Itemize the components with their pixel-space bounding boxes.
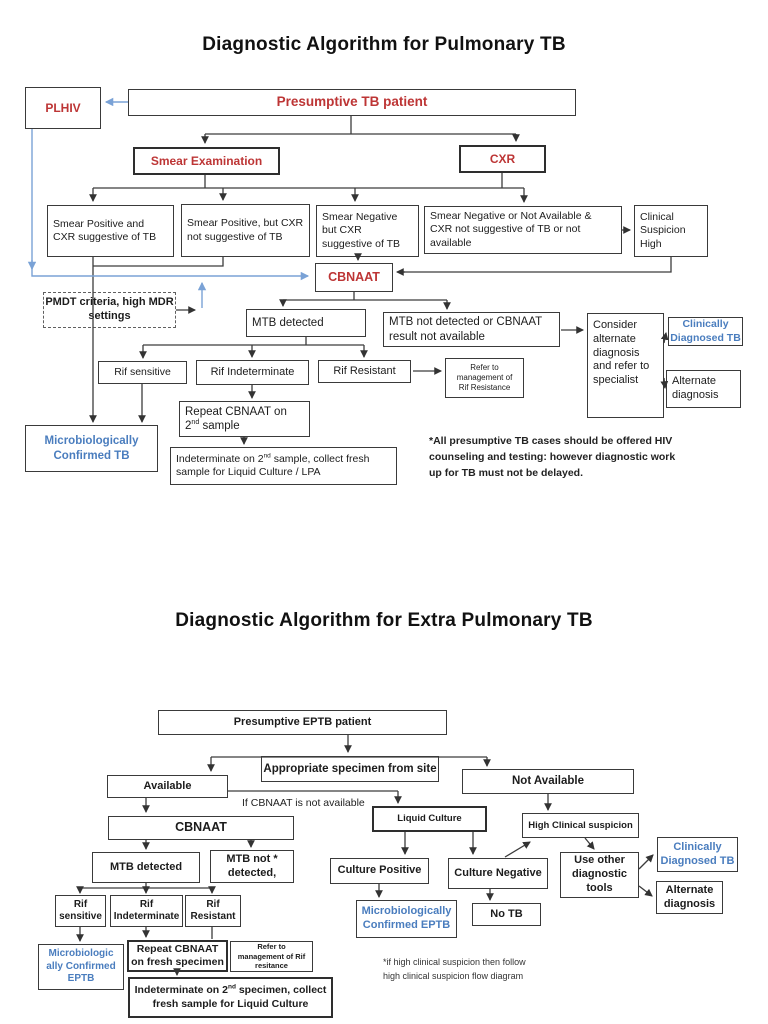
pulmonary-title: Diagnostic Algorithm for Pulmonary TB [202, 34, 566, 55]
indet2-sup: nd [227, 983, 236, 991]
high-clinical-suspicion-note: *if high clinical suspicion then follow … [383, 957, 526, 981]
use-other-tools-box: Use other diagnostic tools [560, 852, 639, 898]
repeat-rest: sample [199, 420, 240, 432]
smear-neg-not-avail-box: Smear Negative or Not Available & CXR no… [424, 206, 622, 254]
refer-mgmt-rif-box-pulmonary: Refer to management of Rif Resistance [445, 358, 524, 398]
micro-confirmed-eptb-box-left: Microbiologic ally Confirmed EPTB [38, 944, 124, 990]
rif-sensitive-box-pulmonary: Rif sensitive [98, 361, 187, 384]
mtb-not-detected-box-eptb: MTB not * detected, [210, 850, 294, 883]
smear-examination-box: Smear Examination [133, 147, 280, 175]
mtb-detected-box-pulmonary: MTB detected [246, 309, 366, 337]
appropriate-specimen-box: Appropriate specimen from site [261, 756, 439, 782]
available-box: Available [107, 775, 228, 798]
rif-resistant-box-pulmonary: Rif Resistant [318, 360, 411, 383]
repeat-cbnaat-box-pulmonary: Repeat CBNAAT on 2nd sample [179, 401, 310, 437]
hiv-counseling-note: *All presumptive TB cases should be offe… [429, 435, 676, 479]
repeat-base: 2 [185, 420, 192, 432]
repeat-cbnaat-fresh-box: Repeat CBNAAT on fresh specimen [127, 940, 228, 972]
indet-sup: nd [263, 452, 271, 460]
not-available-box: Not Available [462, 769, 634, 794]
rif-sensitive-box-eptb: Rif sensitive [55, 895, 106, 927]
alternate-diagnosis-box-eptb: Alternate diagnosis [656, 881, 723, 914]
indet-pre: Indeterminate on 2 [176, 452, 264, 465]
consider-alternate-box: Consider alternate diagnosis and refer t… [587, 313, 664, 418]
micro-confirmed-eptb-box-right: Microbiologically Confirmed EPTB [356, 900, 457, 938]
no-tb-box: No TB [472, 903, 541, 926]
presumptive-tb-box: Presumptive TB patient [128, 89, 576, 116]
pmdt-criteria-box: PMDT criteria, high MDR settings [43, 292, 176, 328]
smear-neg-cxr-sugg-box: Smear Negative but CXR suggestive of TB [316, 205, 419, 257]
mtb-detected-box-eptb: MTB detected [92, 852, 200, 883]
extra-pulmonary-title: Diagnostic Algorithm for Extra Pulmonary… [175, 610, 593, 631]
repeat-line1: Repeat CBNAAT on [185, 405, 287, 418]
cbnaat-box-eptb: CBNAAT [108, 816, 294, 840]
clinical-suspicion-high-box: Clinical Suspicion High [634, 205, 708, 257]
high-clinical-suspicion-box: High Clinical suspicion [522, 813, 639, 838]
rif-resistant-box-eptb: Rif Resistant [185, 895, 241, 927]
indet-post: sample, collect fresh sample for Liquid … [176, 452, 370, 478]
plhiv-box: PLHIV [25, 87, 101, 129]
clinically-diagnosed-tb-box-eptb: Clinically Diagnosed TB [657, 837, 738, 872]
smear-pos-cxr-not-box: Smear Positive, but CXR not suggestive o… [181, 204, 310, 257]
cxr-box: CXR [459, 145, 546, 173]
alternate-diagnosis-box-pulmonary: Alternate diagnosis [666, 370, 741, 408]
micro-confirmed-tb-box: Microbiologically Confirmed TB [25, 425, 158, 472]
refer-mgmt-rif-box-eptb: Refer to management of Rif resitance [230, 941, 313, 972]
rif-indeterminate-box-eptb: Rif Indeterminate [110, 895, 183, 927]
indeterminate-2nd-box-pulmonary: Indeterminate on 2nd sample, collect fre… [170, 447, 397, 485]
indet2-post: specimen, collect fresh sample for Liqui… [152, 984, 327, 1010]
culture-negative-box: Culture Negative [448, 858, 548, 889]
culture-positive-box: Culture Positive [330, 858, 429, 884]
clinically-diagnosed-tb-box-pulmonary: Clinically Diagnosed TB [668, 317, 743, 346]
indeterminate-2nd-box-eptb: Indeterminate on 2nd specimen, collect f… [128, 977, 333, 1018]
liquid-culture-box: Liquid Culture [372, 806, 487, 832]
repeat-sup: nd [191, 418, 200, 427]
presumptive-eptb-box: Presumptive EPTB patient [158, 710, 447, 735]
smear-pos-cxr-sugg-box: Smear Positive and CXR suggestive of TB [47, 205, 174, 257]
cbnaat-box-pulmonary: CBNAAT [315, 263, 393, 292]
rif-indeterminate-box-pulmonary: Rif Indeterminate [196, 360, 309, 385]
indet2-pre: Indeterminate on 2 [134, 984, 228, 997]
if-cbnaat-not-available-label: If CBNAAT is not available [242, 797, 365, 809]
mtb-not-detected-box-pulmonary: MTB not detected or CBNAAT result not av… [383, 312, 560, 347]
